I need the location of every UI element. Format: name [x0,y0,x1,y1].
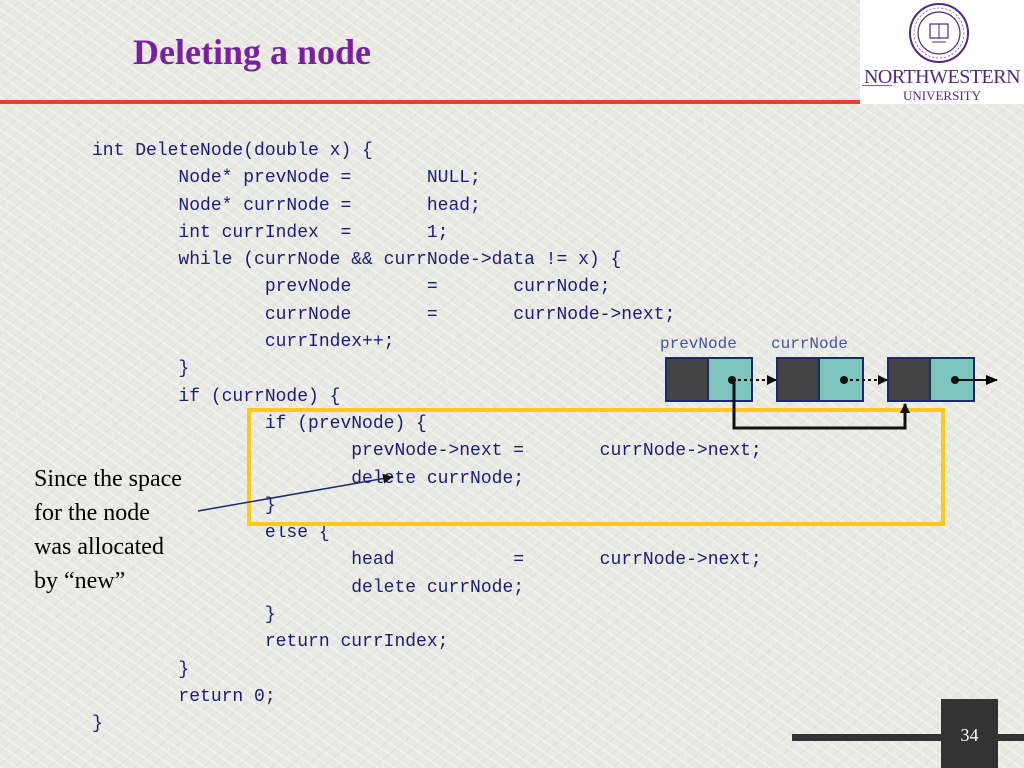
list-node-3 [887,357,975,402]
node-2-data [776,357,820,402]
footer-bar [792,734,1024,741]
code-line: Node* prevNode = NULL; [92,168,481,189]
code-line: else { [92,523,330,544]
code-line: return 0; [92,686,276,707]
university-logo: NORTHWESTERN UNIVERSITY [860,0,1024,104]
node-3-data [887,357,931,402]
code-line: delete currNode; [92,577,525,598]
code-line: } [92,659,190,680]
code-line: currNode = currNode->next; [92,304,676,325]
code-line: if (currNode) { [92,386,341,407]
logo-subtitle: UNIVERSITY [903,88,981,103]
code-line: prevNode->next = currNode->next; [92,441,762,462]
code-line: } [92,605,276,626]
code-line: if (prevNode) { [92,413,427,434]
code-line: } [92,359,190,380]
code-line: head = currNode->next; [92,550,762,571]
slide-title: Deleting a node [133,32,371,72]
code-line: prevNode = currNode; [92,277,611,298]
code-line: while (currNode && currNode->data != x) … [92,250,622,271]
title-underline [0,100,862,104]
university-seal-icon [909,3,969,63]
logo-name: NORTHWESTERN [863,66,1021,88]
page-number-box: 34 [941,699,998,768]
code-line: Node* currNode = head; [92,195,481,216]
node-3-pointer [929,357,975,402]
node-2-pointer [818,357,864,402]
code-line: } [92,714,103,735]
page-number: 34 [960,725,979,745]
code-line: return currIndex; [92,632,449,653]
code-line: int currIndex = 1; [92,222,449,243]
highlight-box [247,408,945,526]
list-node-2 [776,357,864,402]
annotation-text: Since the space for the node was allocat… [34,466,182,594]
label-prev-node: prevNode [660,335,737,353]
label-curr-node: currNode [771,335,848,353]
code-line: currIndex++; [92,332,395,353]
code-line: int DeleteNode(double x) { [92,141,373,161]
logo-accent-rule [862,85,892,86]
